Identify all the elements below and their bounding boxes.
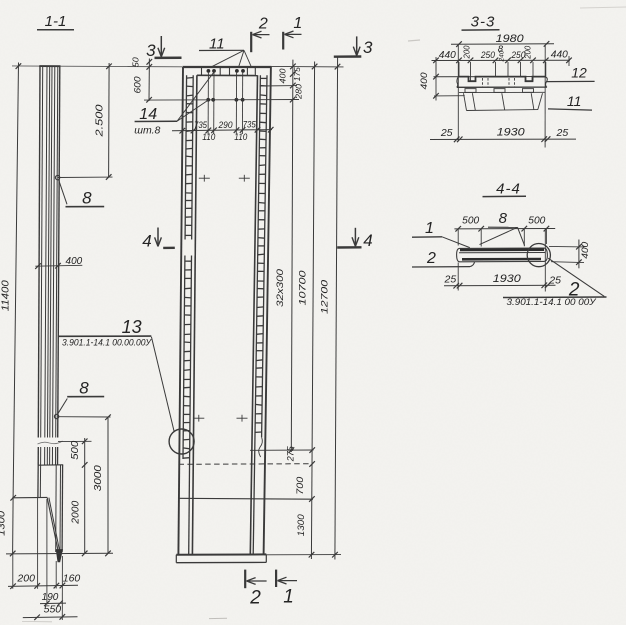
svg-text:400: 400	[580, 242, 590, 259]
svg-text:400: 400	[66, 256, 83, 267]
svg-text:200: 200	[462, 45, 471, 59]
svg-text:735: 735	[194, 120, 208, 130]
svg-text:1300: 1300	[0, 510, 8, 535]
svg-text:250: 250	[480, 50, 495, 60]
svg-text:500: 500	[70, 440, 81, 459]
svg-text:240: 240	[499, 50, 506, 63]
svg-text:2: 2	[568, 279, 580, 300]
svg-text:8: 8	[499, 210, 508, 227]
svg-text:3.901.1-14.1 00.00.00У: 3.901.1-14.1 00.00.00У	[62, 337, 152, 347]
svg-text:2000: 2000	[71, 500, 82, 524]
svg-text:550: 550	[44, 604, 62, 616]
svg-text:3-3: 3-3	[471, 14, 496, 31]
svg-text:4: 4	[142, 231, 151, 250]
svg-text:1: 1	[293, 15, 302, 32]
svg-text:50: 50	[131, 57, 141, 67]
svg-text:2: 2	[426, 250, 436, 267]
svg-text:400: 400	[419, 73, 429, 90]
svg-text:4-4: 4-4	[496, 180, 521, 197]
svg-text:2: 2	[249, 588, 261, 609]
svg-text:2.500: 2.500	[95, 104, 106, 138]
svg-text:2: 2	[258, 15, 268, 32]
svg-text:3: 3	[146, 41, 156, 60]
svg-text:4: 4	[363, 231, 372, 250]
svg-text:110: 110	[202, 132, 215, 142]
svg-text:600: 600	[132, 77, 142, 94]
svg-text:400: 400	[277, 68, 287, 83]
svg-text:3: 3	[363, 38, 373, 57]
svg-text:25: 25	[556, 127, 569, 139]
svg-text:1980: 1980	[496, 33, 525, 45]
svg-text:13: 13	[122, 317, 142, 337]
svg-text:25: 25	[444, 273, 457, 285]
svg-text:8: 8	[498, 44, 504, 55]
svg-text:290: 290	[218, 120, 233, 130]
svg-text:1930: 1930	[493, 273, 522, 285]
svg-text:11: 11	[567, 93, 582, 109]
svg-text:200: 200	[523, 45, 532, 59]
svg-text:1: 1	[425, 220, 434, 237]
svg-text:250: 250	[510, 50, 525, 60]
svg-text:700: 700	[295, 476, 306, 495]
svg-text:3000: 3000	[93, 465, 104, 492]
svg-text:1: 1	[283, 587, 294, 608]
svg-text:1-1: 1-1	[45, 13, 67, 30]
svg-text:8: 8	[79, 379, 89, 398]
svg-text:735: 735	[243, 119, 257, 129]
svg-text:12700: 12700	[320, 279, 331, 314]
svg-text:1930: 1930	[497, 127, 526, 139]
svg-text:11: 11	[209, 36, 225, 53]
svg-text:шт.8: шт.8	[134, 124, 160, 136]
svg-text:160: 160	[63, 573, 81, 585]
svg-text:8: 8	[82, 189, 92, 208]
svg-text:200: 200	[16, 573, 35, 585]
svg-text:440: 440	[439, 49, 456, 61]
svg-text:175: 175	[292, 67, 302, 81]
svg-text:3.901.1-14.1 00 00У: 3.901.1-14.1 00 00У	[507, 297, 597, 308]
svg-text:25: 25	[548, 274, 561, 286]
svg-text:500: 500	[528, 216, 545, 227]
svg-text:11400: 11400	[0, 280, 12, 311]
svg-text:10700: 10700	[298, 270, 309, 306]
svg-text:500: 500	[462, 216, 479, 227]
svg-text:14: 14	[139, 106, 157, 123]
svg-text:110: 110	[234, 132, 247, 142]
svg-text:280: 280	[293, 84, 303, 100]
svg-text:275: 275	[286, 445, 296, 462]
svg-text:32x300: 32x300	[275, 268, 286, 307]
svg-text:25: 25	[440, 127, 453, 139]
svg-text:190: 190	[42, 592, 59, 603]
svg-text:12: 12	[571, 64, 587, 80]
svg-text:440: 440	[551, 49, 568, 61]
svg-text:1300: 1300	[296, 513, 307, 536]
